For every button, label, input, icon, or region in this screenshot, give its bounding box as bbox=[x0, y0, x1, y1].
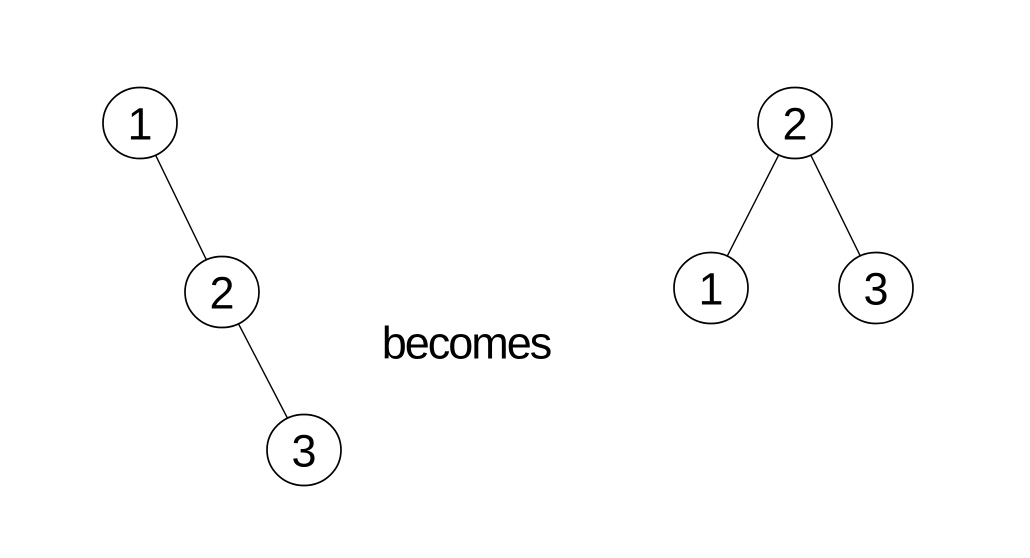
tree-node-circle-R3 bbox=[838, 251, 914, 325]
tree-node-label-R2: 2 bbox=[782, 98, 807, 149]
tree-node-label-L1: 1 bbox=[127, 98, 152, 149]
tree-node-circle-L3 bbox=[266, 413, 342, 487]
tree-node-label-L2: 2 bbox=[209, 267, 234, 318]
left-tree: 1 2 3 bbox=[102, 86, 342, 487]
right-tree: 2 1 3 bbox=[673, 86, 914, 325]
tree-node-label-R3: 3 bbox=[863, 263, 888, 314]
tree-node-circle-R1 bbox=[673, 251, 749, 325]
becomes-label: becomes bbox=[381, 317, 553, 369]
tree-node-label-R1: 1 bbox=[698, 263, 723, 314]
tree-node-label-L3: 3 bbox=[291, 425, 316, 476]
tree-node-circle-L2 bbox=[184, 255, 260, 329]
tree-node-circle-R2 bbox=[757, 86, 833, 160]
tree-node-circle-L1 bbox=[102, 86, 178, 160]
